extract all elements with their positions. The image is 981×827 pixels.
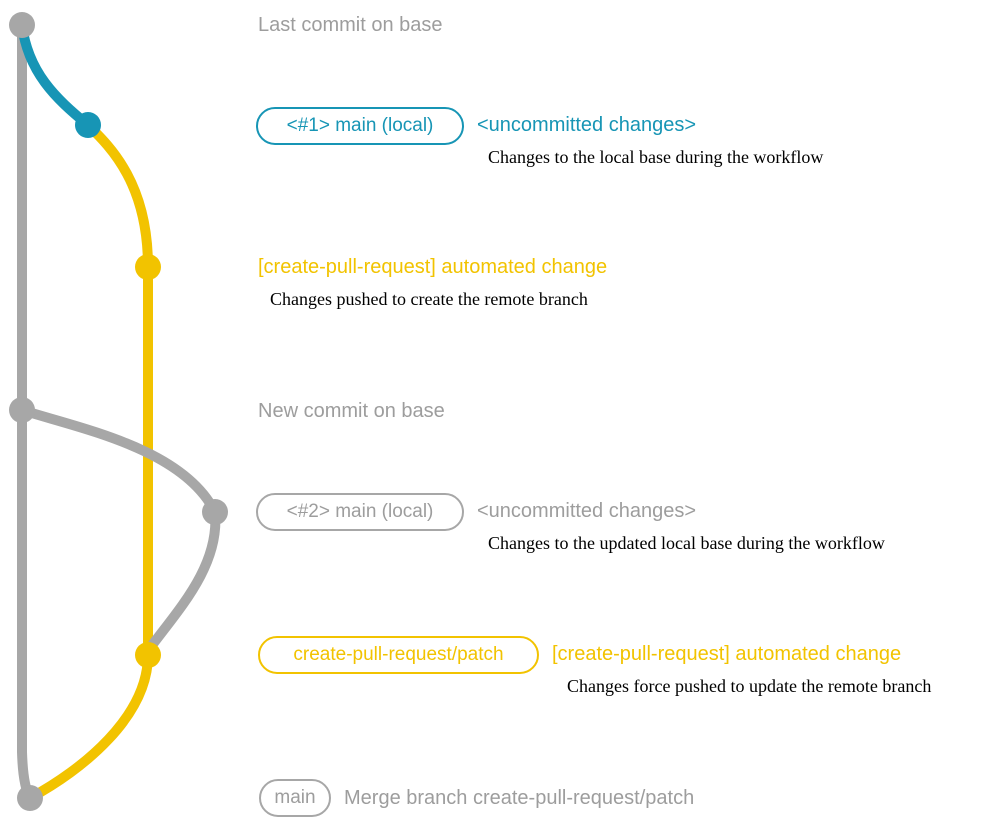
branch-badge-create-pull-request-patch: create-pull-request/patch: [258, 636, 539, 674]
commit-title-push-1: [create-pull-request] automated change: [258, 256, 608, 278]
branch-badge-main: main: [259, 779, 331, 817]
commit-node-new-base: [9, 397, 35, 423]
branch-badge-main-local-1: <#1> main (local): [256, 107, 464, 145]
commit-description-push-2: Changes force pushed to update the remot…: [567, 676, 932, 696]
commit-node-local-1: [75, 112, 101, 138]
commit-description-local-2: Changes to the updated local base during…: [488, 533, 885, 553]
commit-description-push-1: Changes pushed to create the remote bran…: [270, 289, 588, 309]
commit-title-local-1: <uncommitted changes>: [477, 114, 697, 136]
commit-node-local-2: [202, 499, 228, 525]
commit-node-last-base: [9, 12, 35, 38]
branch-line-main-local-1: [17, 20, 93, 130]
commit-node-merge: [17, 785, 43, 811]
commit-description-local-1: Changes to the local base during the wor…: [488, 147, 824, 167]
branch-badge-main-label: main: [274, 787, 316, 808]
branch-badge-main-local-2: <#2> main (local): [256, 493, 464, 531]
commit-node-push-1: [135, 254, 161, 280]
annotation-new-commit-on-base: New commit on base: [258, 400, 445, 422]
branch-badge-create-pull-request-patch-label: create-pull-request/patch: [293, 644, 504, 665]
branch-line-main-local-2: [17, 405, 221, 653]
branch-badge-main-local-2-label: <#2> main (local): [286, 501, 434, 522]
commit-title-local-2: <uncommitted changes>: [477, 500, 697, 522]
commit-title-push-2: [create-pull-request] automated change: [552, 643, 902, 665]
branch-line-create-pull-request-patch: [25, 120, 153, 803]
commit-title-merge: Merge branch create-pull-request/patch: [344, 787, 695, 809]
branch-badge-main-local-1-label: <#1> main (local): [286, 115, 434, 136]
commit-node-push-2: [135, 642, 161, 668]
annotation-last-commit-on-base: Last commit on base: [258, 14, 443, 36]
